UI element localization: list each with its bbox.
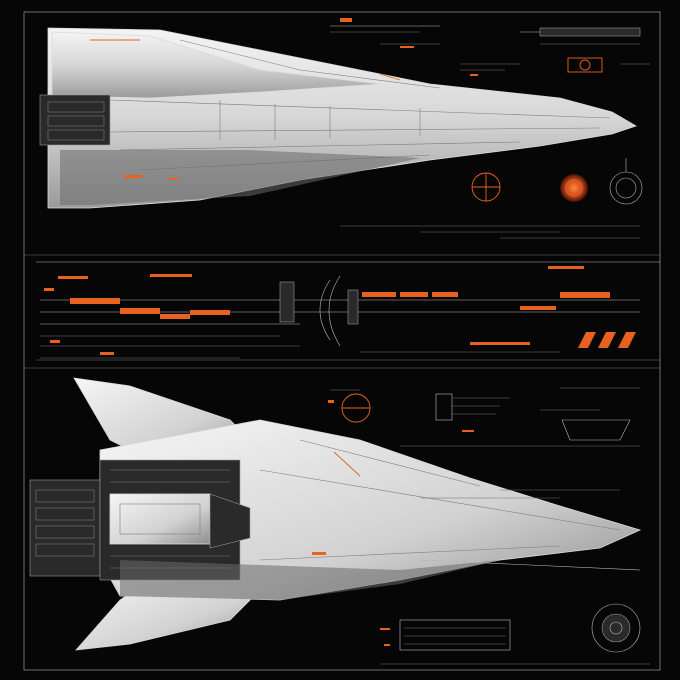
engine-ring-icon	[609, 158, 643, 205]
top-annotations	[330, 18, 650, 239]
thruster-glow-icon	[560, 174, 588, 202]
top-spacecraft	[39, 27, 637, 209]
bottom-spacecraft	[29, 377, 642, 651]
gear-sphere-icon	[591, 603, 641, 653]
outer-frame	[23, 11, 661, 671]
systems-schematic	[36, 261, 660, 361]
cockpit-detail-icon	[341, 393, 371, 423]
reticle-icon	[471, 172, 501, 202]
bottom-annotations	[328, 387, 650, 665]
